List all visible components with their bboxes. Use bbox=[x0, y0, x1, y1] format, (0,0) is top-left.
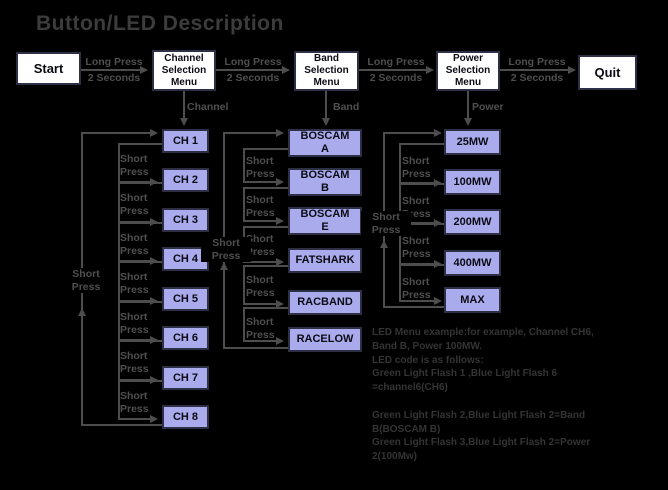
short-press-label: Short Press bbox=[120, 153, 149, 178]
band-box-racelow: RACELOW bbox=[288, 327, 362, 352]
channel-box-ch7: CH 7 bbox=[162, 366, 209, 390]
short-press-label: Short Press bbox=[246, 274, 275, 299]
two-seconds-label: 2 Seconds bbox=[510, 72, 564, 84]
two-seconds-label: 2 Seconds bbox=[369, 72, 423, 84]
channel-box-ch8: CH 8 bbox=[162, 405, 209, 429]
band-selection-menu-box: Band Selection Menu bbox=[294, 51, 359, 91]
short-press-label: Short Press bbox=[246, 155, 275, 180]
power-box-200mw: 200MW bbox=[444, 209, 501, 235]
band-box-fatshark: FATSHARK bbox=[288, 248, 362, 273]
power-label: Power bbox=[472, 101, 504, 113]
band-box-boscam-b: BOSCAM B bbox=[288, 168, 362, 196]
led-example-note: LED Menu example:for example, Channel CH… bbox=[372, 327, 594, 463]
short-press-label: Short Press bbox=[120, 311, 149, 336]
connector-line bbox=[243, 187, 288, 225]
band-box-boscam-a: BOSCAM A bbox=[288, 129, 362, 157]
power-box-100mw: 100MW bbox=[444, 169, 501, 195]
power-box-400mw: 400MW bbox=[444, 250, 501, 276]
two-seconds-label: 2 Seconds bbox=[226, 72, 280, 84]
short-press-label: Short Press bbox=[402, 155, 431, 180]
long-press-label: Long Press bbox=[85, 56, 143, 68]
short-press-label: Short Press bbox=[246, 194, 275, 219]
channel-label: Channel bbox=[187, 101, 229, 113]
channel-box-ch1: CH 1 bbox=[162, 129, 209, 153]
connector-line bbox=[243, 148, 288, 186]
short-press-loop-label: Short Press bbox=[61, 268, 111, 293]
channel-box-ch2: CH 2 bbox=[162, 168, 209, 192]
band-box-boscam-e: BOSCAM E bbox=[288, 207, 362, 235]
band-label: Band bbox=[333, 101, 360, 113]
connector-line bbox=[118, 380, 162, 423]
long-press-label: Long Press bbox=[367, 56, 425, 68]
short-press-label: Short Press bbox=[246, 233, 275, 258]
channel-box-ch3: CH 3 bbox=[162, 208, 209, 232]
short-press-label: Short Press bbox=[120, 271, 149, 296]
long-press-label: Long Press bbox=[508, 56, 566, 68]
short-press-loop-label: Short Press bbox=[361, 211, 411, 236]
short-press-label: Short Press bbox=[402, 276, 431, 301]
quit-box: Quit bbox=[578, 55, 637, 90]
channel-box-ch6: CH 6 bbox=[162, 326, 209, 350]
connector-line bbox=[243, 265, 288, 308]
band-box-racband: RACBAND bbox=[288, 290, 362, 315]
channel-selection-menu-box: Channel Selection Menu bbox=[152, 50, 216, 91]
short-press-label: Short Press bbox=[402, 235, 431, 260]
short-press-label: Short Press bbox=[120, 390, 149, 415]
connector-line bbox=[243, 307, 288, 345]
power-box-max: MAX bbox=[444, 287, 501, 313]
short-press-label: Short Press bbox=[120, 350, 149, 375]
short-press-label: Short Press bbox=[402, 195, 431, 220]
short-press-label: Short Press bbox=[120, 232, 149, 257]
power-selection-menu-box: Power Selection Menu bbox=[436, 51, 500, 91]
long-press-label: Long Press bbox=[224, 56, 282, 68]
menu-drop-arrows bbox=[180, 91, 472, 126]
short-press-label: Short Press bbox=[120, 192, 149, 217]
short-press-loop-label: Short Press bbox=[201, 237, 251, 262]
power-box-25mw: 25MW bbox=[444, 129, 501, 155]
short-press-label: Short Press bbox=[246, 316, 275, 341]
two-seconds-label: 2 Seconds bbox=[87, 72, 141, 84]
connector-line bbox=[399, 264, 444, 305]
page-title: Button/LED Description bbox=[36, 12, 284, 35]
channel-box-ch5: CH 5 bbox=[162, 287, 209, 311]
start-box: Start bbox=[16, 52, 81, 85]
